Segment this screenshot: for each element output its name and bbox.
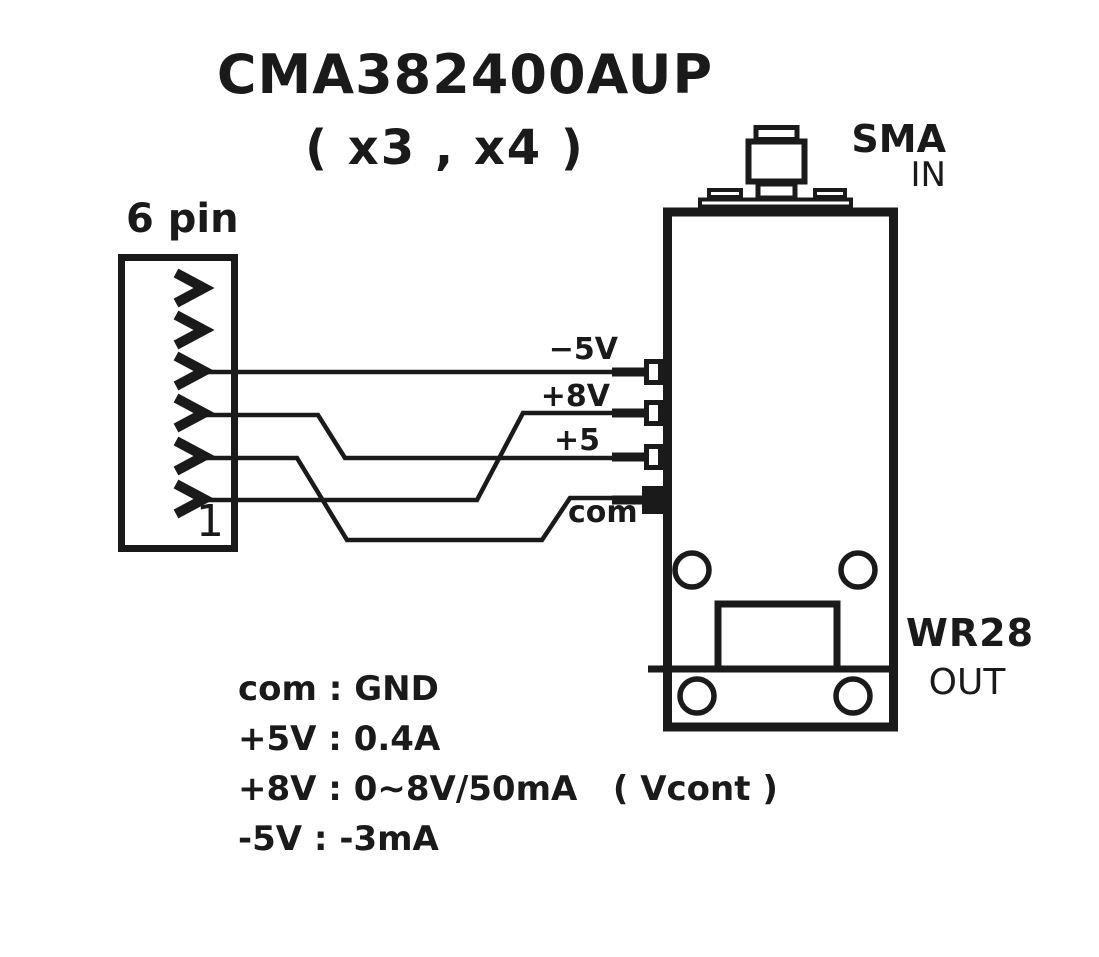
terminal-neg5v [612, 359, 663, 385]
connector-pins [173, 268, 215, 519]
wire-label-com: com [568, 495, 638, 530]
wire-pos5 [204, 412, 613, 461]
legend-line-8v: +8V : 0∼8V/50mA ( Vcont ) [238, 769, 778, 809]
pin1-marker: 1 [196, 496, 224, 547]
page-title: CMA382400AUP [216, 43, 714, 106]
screw-hole-icon [833, 676, 873, 716]
terminal-pos5 [612, 444, 663, 470]
sma-connector [698, 125, 853, 209]
pin-arrow-icon [173, 268, 215, 308]
pin-arrow-icon [173, 436, 215, 476]
sma-cap [753, 125, 800, 142]
sma-tab-left [707, 188, 743, 199]
screw-hole-icon [672, 550, 712, 590]
sma-body [745, 138, 808, 185]
page-subtitle: ( x3 , x4 ) [305, 120, 585, 176]
terminals [612, 359, 667, 514]
sma-tab-right [813, 188, 847, 199]
wires [204, 369, 613, 543]
sma-flange [698, 197, 853, 209]
legend-line-5v: +5V : 0.4A [238, 719, 441, 759]
pin-arrow-icon [173, 351, 215, 391]
waveguide-aperture [714, 600, 841, 673]
wire-label-pos5: +5 [553, 423, 600, 458]
rf-output-direction-label: OUT [928, 662, 1006, 703]
wire-com [204, 455, 613, 543]
terminal-pos8v [612, 400, 663, 426]
wire-pos8v [204, 410, 613, 503]
rf-output-connector-label: WR28 [906, 611, 1035, 655]
screw-hole-icon [677, 676, 717, 716]
pin-arrow-icon [173, 310, 215, 350]
legend-line-com: com : GND [238, 669, 439, 709]
module-body [663, 207, 898, 732]
rf-input-connector-label: SMA [851, 117, 946, 161]
connector-label: 6 pin [126, 196, 239, 242]
sma-neck [755, 181, 798, 201]
power-legend: com : GND +5V : 0.4A +8V : 0∼8V/50mA ( V… [238, 664, 778, 864]
screw-holes [672, 550, 878, 716]
pin-arrow-icon [173, 393, 215, 433]
screw-hole-icon [838, 550, 878, 590]
terminal-com [612, 486, 667, 514]
rf-input-direction-label: IN [910, 155, 946, 195]
connector-box [118, 254, 238, 552]
wire-label-neg5v: −5V [548, 332, 618, 367]
wire-label-pos8v: +8V [540, 379, 610, 414]
legend-line-neg5v: -5V : -3mA [238, 819, 439, 859]
